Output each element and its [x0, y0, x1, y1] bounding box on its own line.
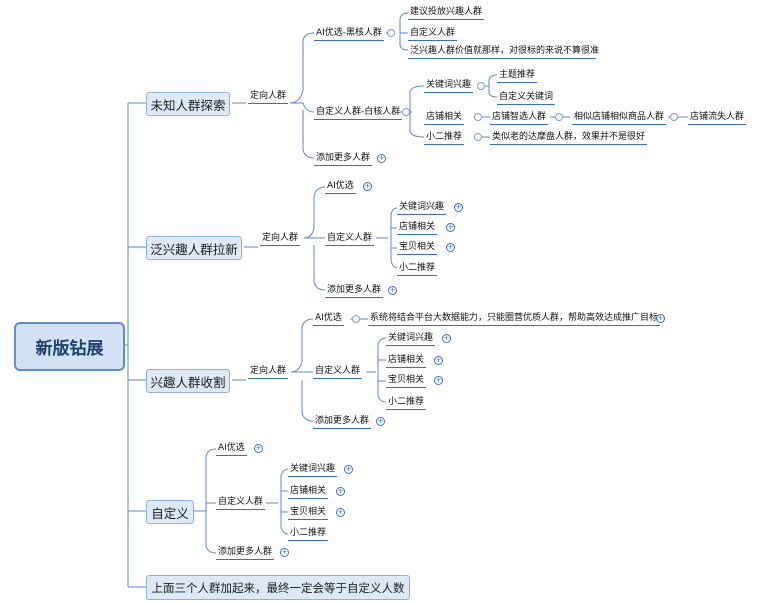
b3-ai[interactable]: AI优选	[313, 312, 344, 326]
b2-custom-item-2[interactable]: 店铺相关	[397, 221, 438, 235]
expand-icon[interactable]: +	[454, 203, 463, 212]
b1-custom[interactable]: 自定义人群-白核人群	[314, 106, 403, 120]
b2-add-more[interactable]: 添加更多人群	[325, 284, 384, 298]
b4-custom-item-2[interactable]: 店铺相关	[288, 485, 329, 499]
collapse-icon[interactable]	[474, 133, 482, 141]
collapse-icon[interactable]	[387, 29, 395, 37]
b3-ai-note[interactable]: 系统将结合平台大数据能力，只能圈营优质人群，帮助高效达成推广目标	[368, 312, 661, 326]
b4-custom-item-3[interactable]: 宝贝相关	[288, 506, 329, 520]
b3-add-more[interactable]: 添加更多人群	[313, 415, 372, 429]
b1-xiaoer[interactable]: 小二推荐	[424, 131, 465, 145]
b3-custom-item-1[interactable]: 关键词兴趣	[386, 332, 436, 346]
b2-custom-item-3[interactable]: 宝贝相关	[397, 241, 438, 255]
b1-shop-lost[interactable]: 店铺流失人群	[688, 111, 747, 125]
b3-targeting[interactable]: 定向人群	[248, 365, 289, 379]
expand-icon[interactable]: +	[434, 356, 443, 365]
b4-custom-item-4[interactable]: 小二推荐	[288, 527, 329, 541]
root-node[interactable]: 新版钻展	[14, 322, 125, 371]
collapse-icon[interactable]	[474, 113, 482, 121]
b2-targeting[interactable]: 定向人群	[260, 232, 301, 246]
b1-xiaoer-note[interactable]: 类似老的达摩盘人群，效果并不是很好	[490, 131, 648, 145]
b3-custom-item-2[interactable]: 店铺相关	[386, 354, 427, 368]
b3-custom-item-3[interactable]: 宝贝相关	[386, 374, 427, 388]
b1-keyword-item-1[interactable]: 主题推荐	[497, 69, 538, 83]
expand-icon[interactable]: +	[376, 417, 385, 426]
expand-icon[interactable]: +	[280, 548, 289, 557]
expand-icon[interactable]: +	[336, 508, 345, 517]
b1-ai-premium[interactable]: AI优选-黑核人群	[314, 27, 385, 41]
expand-icon[interactable]: +	[446, 243, 455, 252]
b2-custom-item-1[interactable]: 关键词兴趣	[397, 201, 447, 215]
b2-custom-item-4[interactable]: 小二推荐	[397, 262, 438, 276]
b2-ai[interactable]: AI优选	[325, 180, 356, 194]
b1-ai-item-3[interactable]: 泛兴趣人群价值就那样，对很标的来说不算很准	[408, 45, 599, 59]
expand-icon[interactable]: +	[377, 154, 386, 163]
expand-icon[interactable]: +	[344, 465, 353, 474]
expand-icon[interactable]: +	[442, 334, 451, 343]
b3-custom[interactable]: 自定义人群	[313, 365, 363, 379]
collapse-icon[interactable]	[402, 108, 410, 116]
branch-interest-harvest[interactable]: 兴趣人群收割	[146, 369, 230, 393]
expand-icon[interactable]: +	[336, 487, 345, 496]
b1-shop-smart[interactable]: 店铺智选人群	[490, 111, 549, 125]
expand-icon[interactable]: +	[434, 376, 443, 385]
expand-icon[interactable]: +	[388, 286, 397, 295]
b1-targeting[interactable]: 定向人群	[248, 90, 289, 104]
b1-shop-similar[interactable]: 相似店铺相似商品人群	[572, 111, 667, 125]
b1-keyword[interactable]: 关键词兴趣	[424, 79, 474, 93]
b3-custom-item-4[interactable]: 小二推荐	[386, 396, 427, 410]
collapse-icon[interactable]	[477, 82, 485, 90]
b2-custom[interactable]: 自定义人群	[325, 232, 375, 246]
b4-custom[interactable]: 自定义人群	[216, 496, 266, 510]
expand-icon[interactable]: +	[254, 444, 263, 453]
b1-ai-item-1[interactable]: 建议投放兴趣人群	[408, 6, 485, 20]
b4-ai[interactable]: AI优选	[216, 442, 247, 456]
expand-icon[interactable]: +	[656, 314, 665, 323]
collapse-icon[interactable]	[555, 113, 563, 121]
b1-add-more[interactable]: 添加更多人群	[314, 152, 373, 166]
branch-unknown-audience[interactable]: 未知人群探索	[146, 92, 230, 116]
branch-custom[interactable]: 自定义	[146, 500, 194, 524]
b4-add-more[interactable]: 添加更多人群	[216, 546, 275, 560]
collapse-icon[interactable]	[352, 315, 360, 323]
b1-ai-item-2[interactable]: 自定义人群	[408, 27, 458, 41]
b4-custom-item-1[interactable]: 关键词兴趣	[288, 463, 338, 477]
collapse-icon[interactable]	[670, 113, 678, 121]
b1-keyword-item-2[interactable]: 自定义关键词	[497, 91, 556, 105]
expand-icon[interactable]: +	[363, 182, 372, 191]
branch-summary-note[interactable]: 上面三个人群加起来，最终一定会等于自定义人数	[146, 575, 410, 600]
b1-shop[interactable]: 店铺相关	[424, 111, 465, 125]
expand-icon[interactable]: +	[446, 223, 455, 232]
branch-broad-interest[interactable]: 泛兴趣人群拉新	[146, 236, 242, 260]
